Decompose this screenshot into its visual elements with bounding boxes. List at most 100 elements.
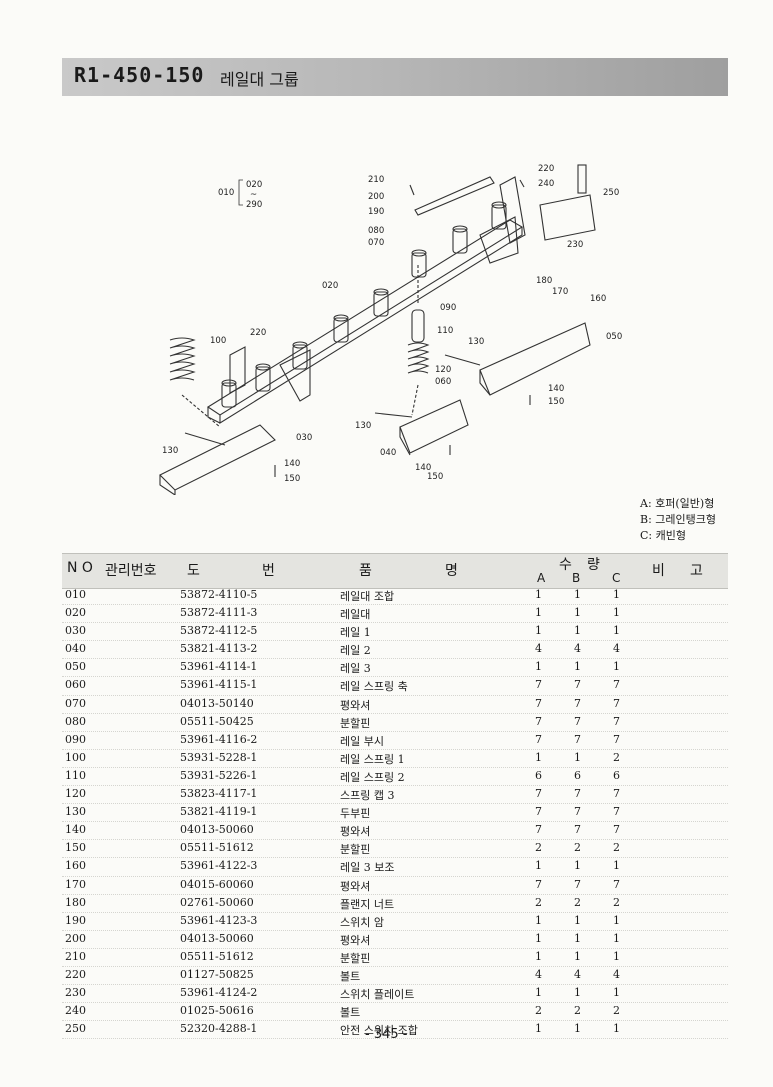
callout-label: 130 — [355, 421, 371, 431]
qty-a-cell: 1 — [535, 660, 542, 674]
callout-label: 190 — [368, 207, 384, 217]
qty-b-cell: 7 — [574, 823, 581, 837]
qty-b-cell: 7 — [574, 787, 581, 801]
variant-legend: A: 호퍼(일반)형 B: 그레인탱크형 C: 캐빈형 — [640, 496, 716, 544]
callout-label: 030 — [296, 433, 312, 443]
qty-a-cell: 1 — [535, 859, 542, 873]
part-name-cell: 볼트 — [340, 969, 361, 983]
drawing-number-cell: 53931-5228-1 — [180, 750, 258, 764]
part-name-cell: 평와셔 — [340, 933, 371, 947]
drawing-number-cell: 53872-4112-5 — [180, 624, 258, 638]
drawing-number-cell: 53961-4122-3 — [180, 859, 258, 873]
qty-c-cell: 4 — [613, 967, 620, 981]
callout-label: 150 — [548, 397, 564, 407]
header-remarks-1: 비 — [652, 563, 665, 579]
part-no-cell: 250 — [65, 1022, 86, 1036]
part-no-cell: 050 — [65, 660, 86, 674]
header-drawing: 도 — [187, 563, 200, 579]
callout-label: 120 — [435, 365, 451, 375]
legend-item-a: A: 호퍼(일반)형 — [640, 497, 715, 510]
qty-b-cell: 6 — [574, 768, 581, 782]
part-no-cell: 010 — [65, 588, 86, 601]
part-no-cell: 030 — [65, 624, 86, 638]
qty-b-cell: 2 — [574, 895, 581, 909]
part-name-cell: 평와셔 — [340, 825, 371, 839]
header-number: 번 — [262, 563, 275, 579]
callout-label: 200 — [368, 192, 384, 202]
qty-b-cell: 1 — [574, 931, 581, 945]
callout-label: 110 — [437, 326, 453, 336]
header-mgmt-no: 관리번호 — [105, 563, 157, 579]
qty-b-cell: 7 — [574, 877, 581, 891]
part-no-cell: 120 — [65, 787, 86, 801]
qty-b-cell: 1 — [574, 750, 581, 764]
part-name-cell: 스위치 암 — [340, 915, 384, 929]
callout-label: 160 — [590, 294, 606, 304]
drawing-number-cell: 04013-50060 — [180, 931, 254, 945]
part-no-cell: 210 — [65, 949, 86, 963]
group-title: 레일대 그룹 — [220, 70, 299, 89]
drawing-number-cell: 53823-4117-1 — [180, 787, 258, 801]
header-col-c: C — [612, 571, 621, 585]
legend-item-b: B: 그레인탱크형 — [640, 513, 717, 526]
qty-c-cell: 4 — [613, 642, 620, 656]
qty-c-cell: 1 — [613, 660, 620, 674]
callout-label: 250 — [603, 188, 619, 198]
callout-label: 180 — [536, 276, 552, 286]
callout-label: 100 — [210, 336, 226, 346]
part-no-cell: 060 — [65, 678, 86, 692]
callout-label: 210 — [368, 175, 384, 185]
part-no-cell: 020 — [65, 606, 86, 620]
part-name-cell: 두부핀 — [340, 807, 371, 821]
qty-a-cell: 7 — [535, 805, 542, 819]
callout-label: 150 — [284, 474, 300, 484]
qty-b-cell: 1 — [574, 1022, 581, 1036]
part-no-cell: 240 — [65, 1004, 86, 1018]
drawing-number-cell: 04013-50140 — [180, 696, 254, 710]
qty-c-cell: 2 — [613, 895, 620, 909]
qty-c-cell: 1 — [613, 949, 620, 963]
group-code: R1-450-150 — [74, 63, 205, 87]
part-name-cell: 레일 3 — [340, 662, 371, 676]
qty-a-cell: 7 — [535, 714, 542, 728]
part-no-cell: 200 — [65, 931, 86, 945]
drawing-number-cell: 04015-60060 — [180, 877, 254, 891]
qty-b-cell: 2 — [574, 841, 581, 855]
qty-a-cell: 7 — [535, 877, 542, 891]
part-name-cell: 평와셔 — [340, 879, 371, 893]
qty-c-cell: 2 — [613, 1004, 620, 1018]
qty-a-cell: 1 — [535, 606, 542, 620]
qty-c-cell: 1 — [613, 986, 620, 1000]
drawing-number-cell: 53961-4124-2 — [180, 986, 258, 1000]
qty-c-cell: 2 — [613, 750, 620, 764]
drawing-number-cell: 05511-51612 — [180, 841, 254, 855]
callout-label: 170 — [552, 287, 568, 297]
qty-b-cell: 7 — [574, 732, 581, 746]
qty-b-cell: 4 — [574, 967, 581, 981]
qty-c-cell: 1 — [613, 606, 620, 620]
qty-c-cell: 7 — [613, 823, 620, 837]
part-no-cell: 090 — [65, 732, 86, 746]
callout-label: 020 — [246, 180, 262, 190]
qty-c-cell: 6 — [613, 768, 620, 782]
drawing-number-cell: 53872-4110-5 — [180, 588, 258, 601]
drawing-number-cell: 53961-4116-2 — [180, 732, 258, 746]
qty-c-cell: 1 — [613, 588, 620, 601]
qty-b-cell: 7 — [574, 714, 581, 728]
part-name-cell: 레일대 — [340, 608, 371, 622]
part-no-cell: 040 — [65, 642, 86, 656]
header-quantity-1: 수 — [559, 557, 572, 573]
qty-b-cell: 1 — [574, 606, 581, 620]
header-col-b: B — [572, 571, 581, 585]
part-name-cell: 스프링 캡 3 — [340, 789, 395, 803]
